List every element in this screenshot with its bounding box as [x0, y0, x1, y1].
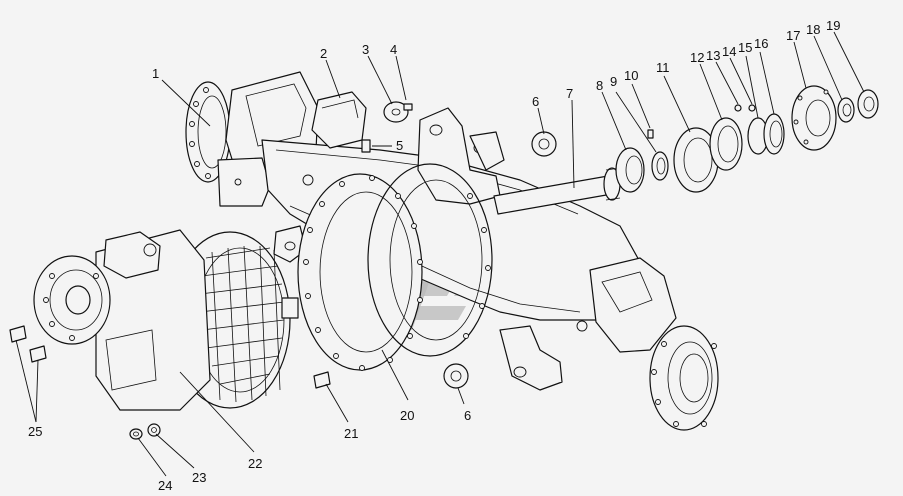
- carrier-flange-ring: [297, 163, 493, 371]
- callout-25: 25: [28, 424, 42, 439]
- left-housing-end: [185, 71, 319, 207]
- callout-6-bottom: 6: [464, 408, 471, 423]
- callout-numbers: 1 2 3 4 5 6 7 8 9 10 11 12 13 14 15 16 1…: [28, 18, 840, 493]
- callout-11: 11: [656, 60, 670, 75]
- callout-17: 17: [786, 28, 800, 43]
- leader-lines: [15, 31, 865, 477]
- callout-7: 7: [566, 86, 573, 101]
- callout-14: 14: [722, 44, 736, 59]
- callout-19: 19: [826, 18, 840, 33]
- callout-2: 2: [320, 46, 327, 61]
- callout-10: 10: [624, 68, 638, 83]
- small-hardware: [361, 101, 557, 389]
- callout-5: 5: [396, 138, 403, 153]
- callout-24: 24: [158, 478, 172, 493]
- shaft-components: [615, 85, 879, 193]
- callout-4: 4: [390, 42, 397, 57]
- crown-gear-grid: [199, 245, 285, 403]
- callout-22: 22: [248, 456, 262, 471]
- callout-1: 1: [152, 66, 159, 81]
- callout-6-top: 6: [532, 94, 539, 109]
- right-housing-end: [589, 257, 719, 431]
- final-drive-assembly: [33, 229, 299, 411]
- callout-3: 3: [362, 42, 369, 57]
- callout-16: 16: [754, 36, 768, 51]
- callout-20: 20: [400, 408, 414, 423]
- callout-18: 18: [806, 22, 820, 37]
- callout-12: 12: [690, 50, 704, 65]
- callout-23: 23: [192, 470, 206, 485]
- callout-9: 9: [610, 74, 617, 89]
- callout-8: 8: [596, 78, 603, 93]
- callout-13: 13: [706, 48, 720, 63]
- callout-21: 21: [344, 426, 358, 441]
- callout-15: 15: [738, 40, 752, 55]
